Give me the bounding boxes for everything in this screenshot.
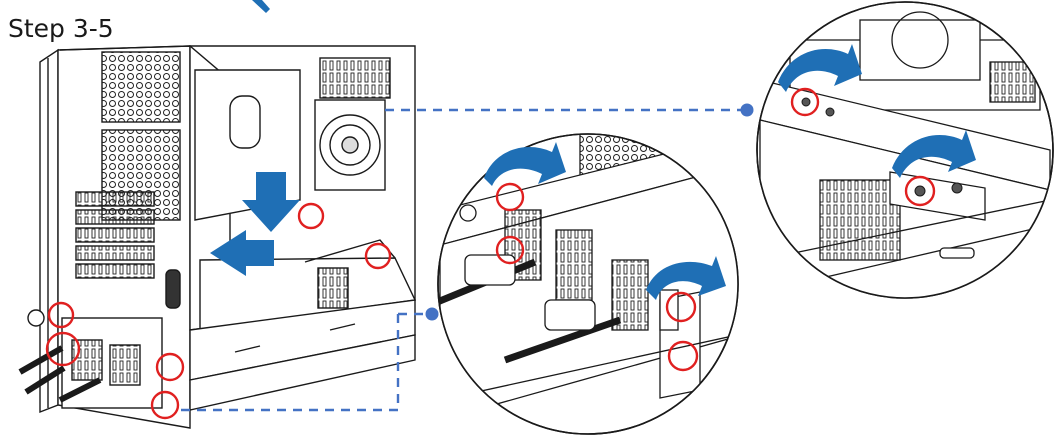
top-arrow-fragment: [252, 0, 270, 13]
rotate-arrow-icon: [484, 142, 726, 300]
chassis-illustration: [18, 45, 417, 429]
left-arrow-icon: [210, 230, 274, 276]
screw-circle-icon: [790, 87, 936, 207]
rotate-arrow-icon: [778, 44, 976, 178]
screw-circle-icon: [45, 202, 392, 420]
step-label: Step 3-5: [8, 14, 114, 43]
screw-heads: [801, 97, 963, 197]
callout-lines: [178, 108, 742, 412]
screw-circle-icon: [495, 182, 699, 372]
callout-dots: [425, 103, 754, 321]
down-arrow-icon: [242, 172, 300, 232]
